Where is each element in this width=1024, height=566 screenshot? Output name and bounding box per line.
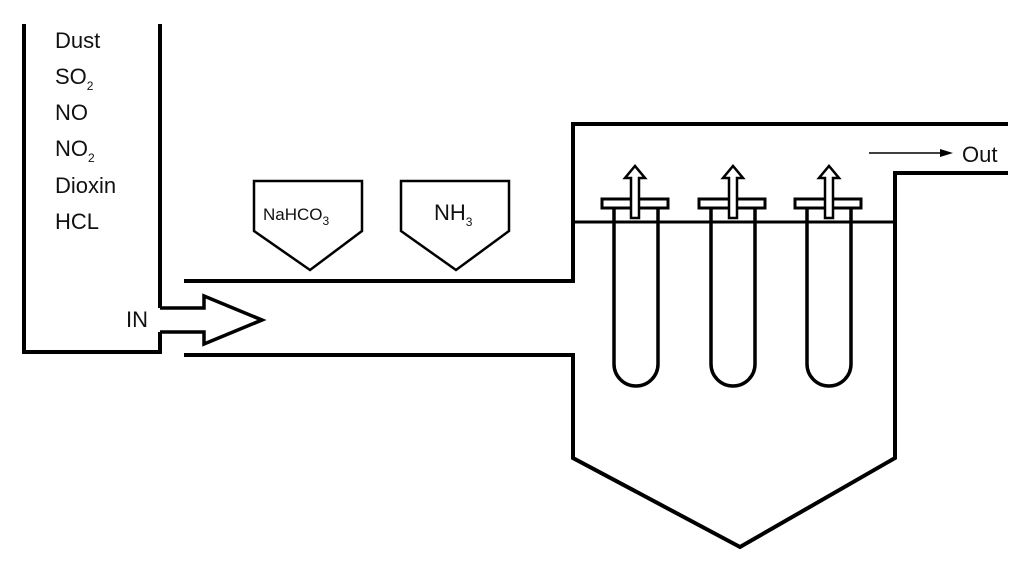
filter-bag-2 xyxy=(697,164,767,388)
inlet-label: IN xyxy=(126,307,148,332)
pollutant-no: NO xyxy=(55,100,88,125)
filter-bag-1-up-arrow xyxy=(622,164,648,220)
filter-bag-3 xyxy=(793,164,863,388)
outlet-label: Out xyxy=(962,142,997,167)
duct-bottom-wall xyxy=(184,171,1008,550)
filter-bag-1-body xyxy=(612,208,660,388)
hopper-nahco3-label: NaHCO3 xyxy=(263,205,330,228)
pollutant-hcl: HCL xyxy=(55,209,99,234)
pollutant-so2: SO2 xyxy=(55,64,94,93)
filter-bag-1 xyxy=(600,164,670,388)
pollutant-dioxin: Dioxin xyxy=(55,173,116,198)
pollutant-no2: NO2 xyxy=(55,136,95,165)
pollutant-list: Dust SO2 NO NO2 Dioxin HCL xyxy=(55,28,116,234)
source-stack-outline xyxy=(22,24,162,354)
filter-bag-3-up-arrow xyxy=(816,164,842,220)
reagent-hopper-nahco3: NaHCO3 xyxy=(252,179,364,272)
filter-bag-2-up-arrow xyxy=(720,164,746,220)
hopper-nahco3-shape xyxy=(252,179,364,272)
outlet-arrow xyxy=(869,149,953,157)
pollutant-dust: Dust xyxy=(55,28,100,53)
reagent-hopper-nh3: NH3 xyxy=(399,179,511,272)
filter-bag-3-body xyxy=(805,208,853,388)
hopper-nh3-label: NH3 xyxy=(434,200,473,229)
inlet-arrow xyxy=(160,293,267,347)
duct-top-wall xyxy=(184,122,1008,283)
hopper-nh3-shape xyxy=(399,179,511,272)
filter-bag-2-body xyxy=(709,208,757,388)
